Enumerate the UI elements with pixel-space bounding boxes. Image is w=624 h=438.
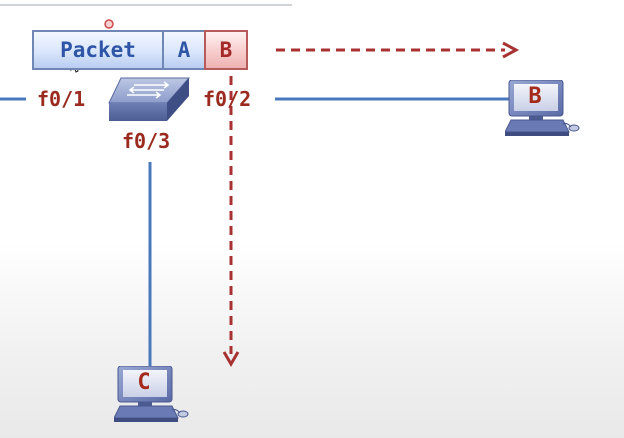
- host-c-label: C: [137, 370, 151, 395]
- packet-destination-field: B: [204, 30, 248, 70]
- computer-workstation-icon: [113, 365, 189, 422]
- flood-arrow-to-c: [222, 76, 240, 367]
- port-label-f03: f0/3: [122, 129, 171, 153]
- drag-dot: [104, 19, 114, 29]
- packet-payload-field: Packet: [32, 30, 164, 70]
- host-b: B: [504, 79, 581, 138]
- packet-source-field: A: [162, 30, 206, 70]
- network-switch-icon: [108, 77, 191, 121]
- host-c: C: [113, 365, 190, 424]
- port-label-f02: f0/2: [203, 87, 252, 111]
- toolbar-edge: [0, 0, 292, 6]
- port-label-f01: f0/1: [37, 87, 86, 111]
- flood-arrow-to-b: [276, 41, 520, 59]
- computer-workstation-icon: [504, 79, 580, 136]
- host-b-label: B: [528, 84, 542, 109]
